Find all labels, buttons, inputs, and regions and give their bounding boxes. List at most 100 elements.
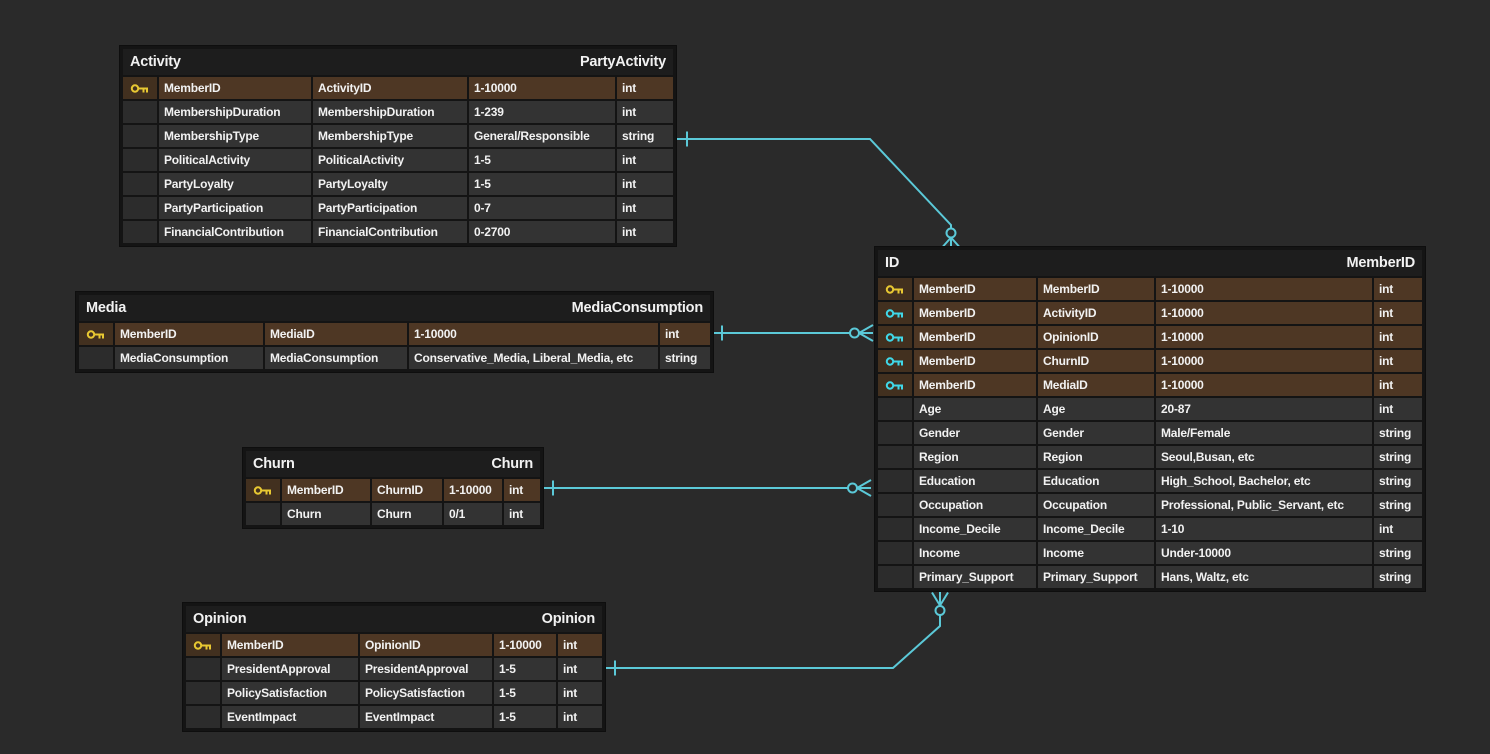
column-range-cell: Conservative_Media, Liberal_Media, etc [409,347,658,369]
column-domain-cell: Occupation [1038,494,1154,516]
column-name-cell: Occupation [914,494,1036,516]
key-cell [186,658,220,680]
column-type-cell: int [1374,326,1422,348]
column-type-cell: int [617,101,673,123]
table-physical-name: MemberID [1346,255,1416,271]
column-name-cell: MediaConsumption [115,347,263,369]
table-header[interactable]: ID MemberID [878,250,1422,276]
zero-cardinality-marker [847,482,858,494]
column-range-cell: Professional, Public_Servant, etc [1156,494,1372,516]
column-name-cell: MemberID [914,350,1036,372]
relationship-activity-to-id[interactable] [677,131,960,248]
column-type-cell: int [617,77,673,99]
table-physical-name: MediaConsumption [571,300,704,316]
column-range-cell: High_School, Bachelor, etc [1156,470,1372,492]
key-cell [878,542,912,564]
column-name-cell: PartyLoyalty [159,173,311,195]
foreign-key-icon [885,356,903,366]
foreign-key-icon [885,332,903,342]
relationship-media-to-id[interactable] [713,324,874,342]
key-cell [123,101,157,123]
table-logical-name: Opinion [193,611,247,627]
key-cell [123,221,157,243]
column-domain-cell: Churn [372,503,442,525]
column-type-cell: int [1374,302,1422,324]
column-domain-cell: Income [1038,542,1154,564]
relationship-churn-to-id[interactable] [543,479,872,497]
column-name-cell: MemberID [914,278,1036,300]
column-type-cell: int [558,682,602,704]
column-range-cell: 1-10000 [1156,374,1372,396]
column-range-cell: 1-10000 [444,479,502,501]
key-cell [186,634,220,656]
primary-key-icon [130,83,148,93]
column-range-cell: 1-239 [469,101,615,123]
key-cell [878,398,912,420]
relationship-opinion-to-id[interactable] [606,591,949,676]
column-type-cell: int [617,197,673,219]
column-type-cell: string [1374,566,1422,588]
column-name-cell: MemberID [282,479,370,501]
column-domain-cell: ActivityID [1038,302,1154,324]
key-cell [878,518,912,540]
column-domain-cell: MemberID [1038,278,1154,300]
key-cell [123,77,157,99]
table-logical-name: ID [885,255,900,271]
zero-cardinality-marker [945,227,957,239]
column-type-cell: int [1374,374,1422,396]
key-cell [878,494,912,516]
relationship-line[interactable] [677,138,952,229]
column-name-cell: MemberID [914,374,1036,396]
column-range-cell: 1-10000 [1156,278,1372,300]
primary-key-icon [253,485,271,495]
column-name-cell: Age [914,398,1036,420]
column-name-cell: PoliticalActivity [159,149,311,171]
key-cell [878,470,912,492]
column-type-cell: int [504,503,540,525]
column-range-cell: 0-2700 [469,221,615,243]
table-logical-name: Churn [253,456,295,472]
relationship-line[interactable] [606,615,941,669]
column-range-cell: 1-10000 [494,634,556,656]
column-type-cell: string [1374,470,1422,492]
many-cardinality-marker [856,479,872,497]
column-range-cell: 0-7 [469,197,615,219]
